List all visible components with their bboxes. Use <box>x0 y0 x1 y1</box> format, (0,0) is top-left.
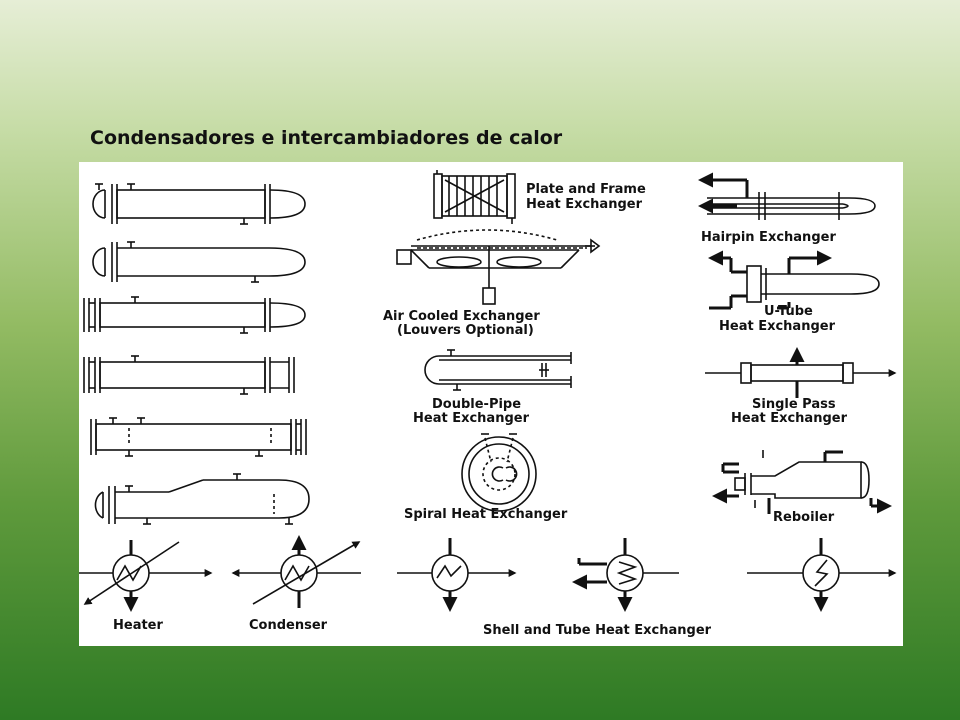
diagram-panel: Plate and Frame Heat Exchanger Hairpin E… <box>79 162 903 646</box>
label-plate-frame-line1: Plate and Frame <box>526 182 646 197</box>
shell-tube-symbol-2 <box>572 538 679 612</box>
label-condenser: Condenser <box>249 618 328 633</box>
label-reboiler: Reboiler <box>773 510 835 525</box>
label-single-pass-line1: Single Pass <box>752 397 836 412</box>
label-plate-frame-line2: Heat Exchanger <box>526 197 643 212</box>
label-heater: Heater <box>113 618 164 633</box>
u-tube-exchanger-symbol <box>708 250 880 310</box>
label-shell-tube: Shell and Tube Heat Exchanger <box>483 623 712 638</box>
label-utube-line2: Heat Exchanger <box>719 319 836 334</box>
heater-symbol <box>79 540 213 612</box>
shell-tube-symbol-1 <box>397 538 517 612</box>
shell-symbol-1 <box>92 183 306 225</box>
slide-title: Condensadores e intercambiadores de calo… <box>90 127 563 149</box>
shell-tube-symbol-3 <box>747 538 897 612</box>
shell-symbol-3 <box>83 296 306 334</box>
shell-symbol-5 <box>90 417 307 457</box>
label-hairpin: Hairpin Exchanger <box>701 230 836 245</box>
label-air-cooled-line2: (Louvers Optional) <box>397 323 534 338</box>
label-double-pipe-line2: Heat Exchanger <box>413 411 530 426</box>
heat-exchanger-symbols: Plate and Frame Heat Exchanger Hairpin E… <box>79 170 897 638</box>
shell-symbol-4 <box>83 355 295 395</box>
label-double-pipe-line1: Double-Pipe <box>432 397 521 412</box>
shell-symbol-2 <box>92 241 306 283</box>
hairpin-exchanger-symbol <box>698 172 876 220</box>
spiral-exchanger-symbol <box>461 433 537 512</box>
reboiler-symbol <box>712 450 892 514</box>
label-utube-line1: U-Tube <box>764 304 813 319</box>
kettle-shell-symbol <box>94 473 310 525</box>
label-single-pass-line2: Heat Exchanger <box>731 411 848 426</box>
air-cooled-exchanger-symbol <box>396 229 601 305</box>
double-pipe-exchanger-symbol <box>424 349 572 391</box>
label-air-cooled-line1: Air Cooled Exchanger <box>383 309 540 324</box>
label-spiral: Spiral Heat Exchanger <box>404 507 568 522</box>
plate-frame-exchanger-symbol <box>433 170 516 224</box>
condenser-symbol <box>231 535 361 608</box>
single-pass-exchanger-symbol <box>705 347 897 398</box>
